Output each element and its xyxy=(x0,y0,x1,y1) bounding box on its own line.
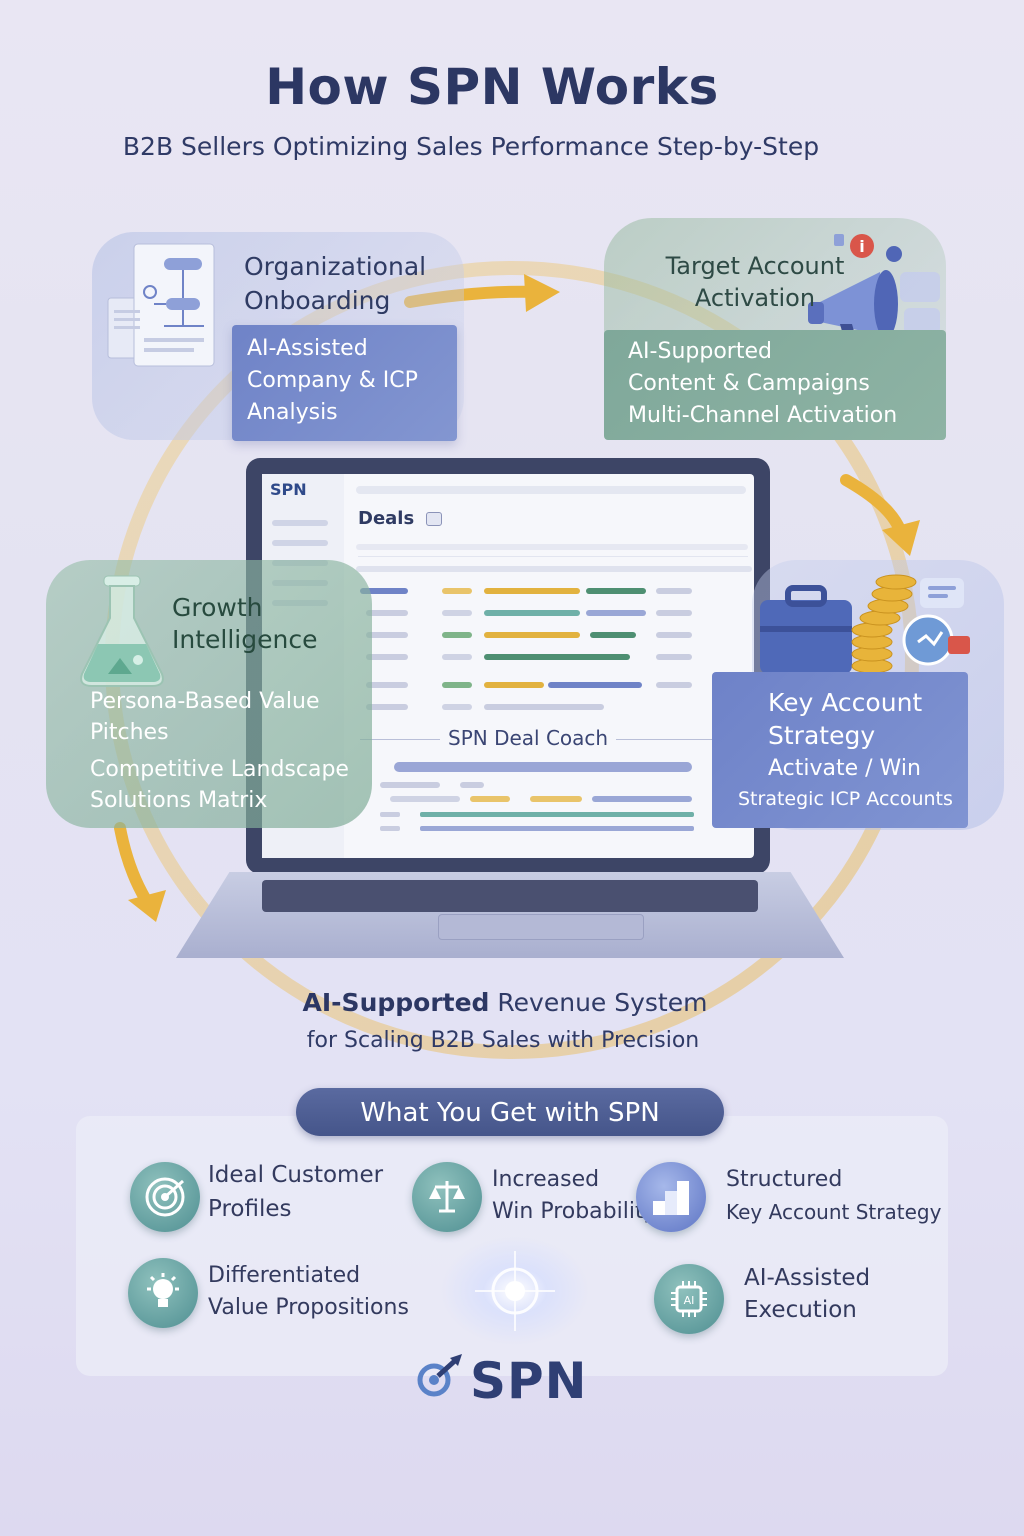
blocks-icon xyxy=(636,1162,706,1232)
onboarding-desc-line1: AI-Assisted xyxy=(247,336,368,361)
benefit-value-line2: Value Propositions xyxy=(208,1295,409,1320)
app-brand: SPN xyxy=(270,480,307,499)
table-divider xyxy=(358,556,748,557)
deals-toolbar xyxy=(356,544,748,550)
svg-text:AI: AI xyxy=(684,1294,695,1307)
key-account-title-line1: Key Account xyxy=(768,688,923,717)
tagline-rest: Revenue System xyxy=(489,988,708,1017)
tagline-line1: AI-Supported Revenue System xyxy=(0,988,1010,1017)
scales-icon xyxy=(412,1162,482,1232)
growth-intelligence-title: Growth Intelligence xyxy=(172,592,317,656)
benefits-title-pill xyxy=(296,1088,724,1136)
app-topbar xyxy=(356,486,746,494)
lightbulb-icon xyxy=(128,1258,198,1328)
tagline-line2: for Scaling B2B Sales with Precision xyxy=(306,1028,700,1053)
benefit-key-line2: Key Account Strategy xyxy=(726,1200,942,1224)
target-activation-title: Target Account Activation xyxy=(630,250,880,314)
benefit-value-line1: Differentiated xyxy=(208,1263,361,1288)
sidebar-item[interactable] xyxy=(272,520,328,526)
growth-desc-line2: Pitches xyxy=(90,720,169,745)
growth-desc-line4: Solutions Matrix xyxy=(90,788,268,813)
target-title-line2: Activation xyxy=(694,284,816,312)
growth-title-line2: Intelligence xyxy=(172,625,318,654)
benefit-key-account: Structured Key Account Strategy xyxy=(726,1164,941,1228)
benefit-ai-line2: Execution xyxy=(744,1297,857,1323)
ai-chip-icon: AI xyxy=(654,1264,724,1334)
key-account-description-box xyxy=(712,672,968,828)
sparkle-icon xyxy=(475,1251,555,1331)
spn-logo-text: SPN xyxy=(470,1352,588,1410)
deal-coach-bars xyxy=(380,782,694,831)
laptop-keyboard xyxy=(262,880,758,912)
growth-desc-line1: Persona-Based Value xyxy=(90,689,320,714)
benefit-icp: Ideal Customer Profiles xyxy=(208,1158,383,1226)
target-title-line1: Target Account xyxy=(665,252,845,280)
laptop-trackpad xyxy=(438,914,644,940)
benefit-win-line1: Increased xyxy=(492,1167,600,1192)
key-account-title-line2: Strategy xyxy=(768,721,876,750)
benefit-win-line2: Win Probability xyxy=(492,1199,657,1224)
growth-description-1: Persona-Based Value Pitches xyxy=(90,686,320,748)
benefit-icp-line1: Ideal Customer xyxy=(208,1162,384,1188)
onboarding-title-line1: Organizational xyxy=(244,252,427,281)
target-desc-line1: AI-Supported xyxy=(628,339,772,364)
spn-logo-icon xyxy=(417,1354,462,1397)
benefit-icp-line2: Profiles xyxy=(208,1196,292,1222)
onboarding-desc-line2: Company & ICP xyxy=(247,368,418,393)
onboarding-description-box xyxy=(232,325,457,441)
deals-page-title: Deals xyxy=(358,508,415,529)
onboarding-description: AI-Assisted Company & ICP Analysis xyxy=(247,333,418,429)
benefits-title: What You Get with SPN xyxy=(360,1098,660,1128)
growth-intelligence-card xyxy=(46,560,372,828)
table-row xyxy=(366,654,692,660)
table-row xyxy=(360,588,692,594)
deal-coach-label: SPN Deal Coach xyxy=(440,726,617,750)
table-row xyxy=(366,682,692,688)
svg-text:i: i xyxy=(859,237,864,256)
target-description: AI-Supported Content & Campaigns Multi-C… xyxy=(628,336,897,432)
table-row xyxy=(366,610,692,616)
deals-filter-icon[interactable] xyxy=(426,512,442,526)
megaphone-icon: i xyxy=(808,234,940,360)
key-account-desc-line2: Strategic ICP Accounts xyxy=(738,788,953,810)
flask-icon xyxy=(80,575,164,687)
onboarding-title: Organizational Onboarding xyxy=(244,250,426,318)
benefit-ai-execution: AI-Assisted Execution xyxy=(744,1262,870,1326)
org-chart-document-icon xyxy=(107,243,215,367)
growth-desc-line3: Competitive Landscape xyxy=(90,757,349,782)
onboarding-desc-line3: Analysis xyxy=(247,400,338,425)
key-account-desc-line1: Activate / Win xyxy=(768,756,921,781)
growth-description-2: Competitive Landscape Solutions Matrix xyxy=(90,754,349,816)
target-desc-line2: Content & Campaigns xyxy=(628,371,870,396)
briefcase-coins-icon xyxy=(760,574,970,674)
benefit-key-line1: Structured xyxy=(726,1167,843,1192)
benefit-ai-line1: AI-Assisted xyxy=(744,1265,871,1291)
page-subtitle: B2B Sellers Optimizing Sales Performance… xyxy=(122,132,820,161)
target-icon xyxy=(130,1162,200,1232)
table-row xyxy=(366,704,604,710)
target-desc-line3: Multi-Channel Activation xyxy=(628,403,898,428)
growth-title-line1: Growth xyxy=(172,593,263,622)
key-account-title: Key Account Strategy xyxy=(768,686,922,752)
benefit-win-probability: Increased Win Probability xyxy=(492,1164,657,1228)
table-row xyxy=(366,632,692,638)
benefit-value-propositions: Differentiated Value Propositions xyxy=(208,1260,409,1324)
sidebar-item[interactable] xyxy=(272,540,328,546)
deal-coach-progress xyxy=(394,762,692,772)
target-description-box xyxy=(604,330,946,440)
deals-table xyxy=(356,566,752,710)
tagline-bold: AI-Supported xyxy=(302,988,490,1017)
page-title: How SPN Works xyxy=(265,58,719,116)
onboarding-title-line2: Onboarding xyxy=(244,286,391,315)
